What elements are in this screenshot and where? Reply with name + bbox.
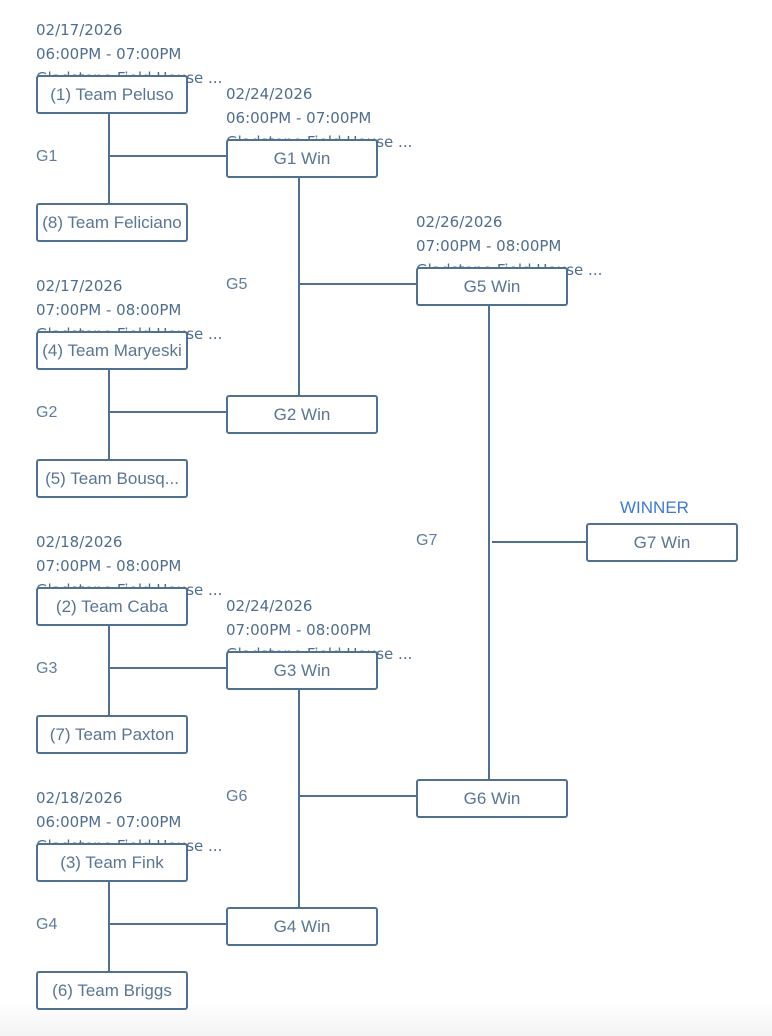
team-slot[interactable]: (7) Team Paxton <box>36 715 188 754</box>
game-time: 07:00PM - 08:00PM <box>416 237 562 255</box>
connector-line <box>298 795 416 797</box>
team-slot[interactable]: (1) Team Peluso <box>36 75 188 114</box>
connector-line <box>108 155 226 157</box>
winner-slot[interactable]: G3 Win <box>226 651 378 690</box>
game-time: 06:00PM - 07:00PM <box>226 109 372 127</box>
connector-line <box>298 176 300 395</box>
connector-line <box>298 283 416 285</box>
connector-line <box>488 304 490 779</box>
winner-slot[interactable]: G6 Win <box>416 779 568 818</box>
champion-slot[interactable]: G7 Win <box>586 523 738 562</box>
game-label-g2: G2 <box>36 404 58 421</box>
game-label-g7: G7 <box>416 532 438 549</box>
game-date: 02/18/2026 <box>36 789 123 807</box>
winner-slot[interactable]: G4 Win <box>226 907 378 946</box>
game-label-g3: G3 <box>36 660 58 677</box>
game-date: 02/24/2026 <box>226 597 313 615</box>
game-date: 02/26/2026 <box>416 213 503 231</box>
team-slot[interactable]: (6) Team Briggs <box>36 971 188 1010</box>
game-date: 02/17/2026 <box>36 277 123 295</box>
game-label-g1: G1 <box>36 148 58 165</box>
game-time: 07:00PM - 08:00PM <box>36 301 182 319</box>
connector-line <box>108 923 226 925</box>
game-label-g6: G6 <box>226 788 248 805</box>
connector-line <box>108 880 110 971</box>
game-label-g5: G5 <box>226 276 248 293</box>
game-time: 06:00PM - 07:00PM <box>36 813 182 831</box>
winner-label: WINNER <box>620 498 689 517</box>
connector-line <box>298 688 300 907</box>
game-label-g4: G4 <box>36 916 58 933</box>
connector-line <box>108 368 110 459</box>
team-slot[interactable]: (4) Team Maryeski <box>36 331 188 370</box>
winner-slot[interactable]: G1 Win <box>226 139 378 178</box>
game-time: 07:00PM - 08:00PM <box>226 621 372 639</box>
connector-line <box>108 667 226 669</box>
connector-line <box>108 112 110 203</box>
connector-line <box>108 411 226 413</box>
team-slot[interactable]: (3) Team Fink <box>36 843 188 882</box>
connector-line <box>108 624 110 715</box>
winner-slot[interactable]: G5 Win <box>416 267 568 306</box>
connector-line <box>492 541 586 543</box>
game-date: 02/18/2026 <box>36 533 123 551</box>
game-date: 02/24/2026 <box>226 85 313 103</box>
game-date: 02/17/2026 <box>36 21 123 39</box>
game-time: 06:00PM - 07:00PM <box>36 45 182 63</box>
team-slot[interactable]: (5) Team Bousq... <box>36 459 188 498</box>
team-slot[interactable]: (8) Team Feliciano <box>36 203 188 242</box>
game-time: 07:00PM - 08:00PM <box>36 557 182 575</box>
team-slot[interactable]: (2) Team Caba <box>36 587 188 626</box>
winner-slot[interactable]: G2 Win <box>226 395 378 434</box>
